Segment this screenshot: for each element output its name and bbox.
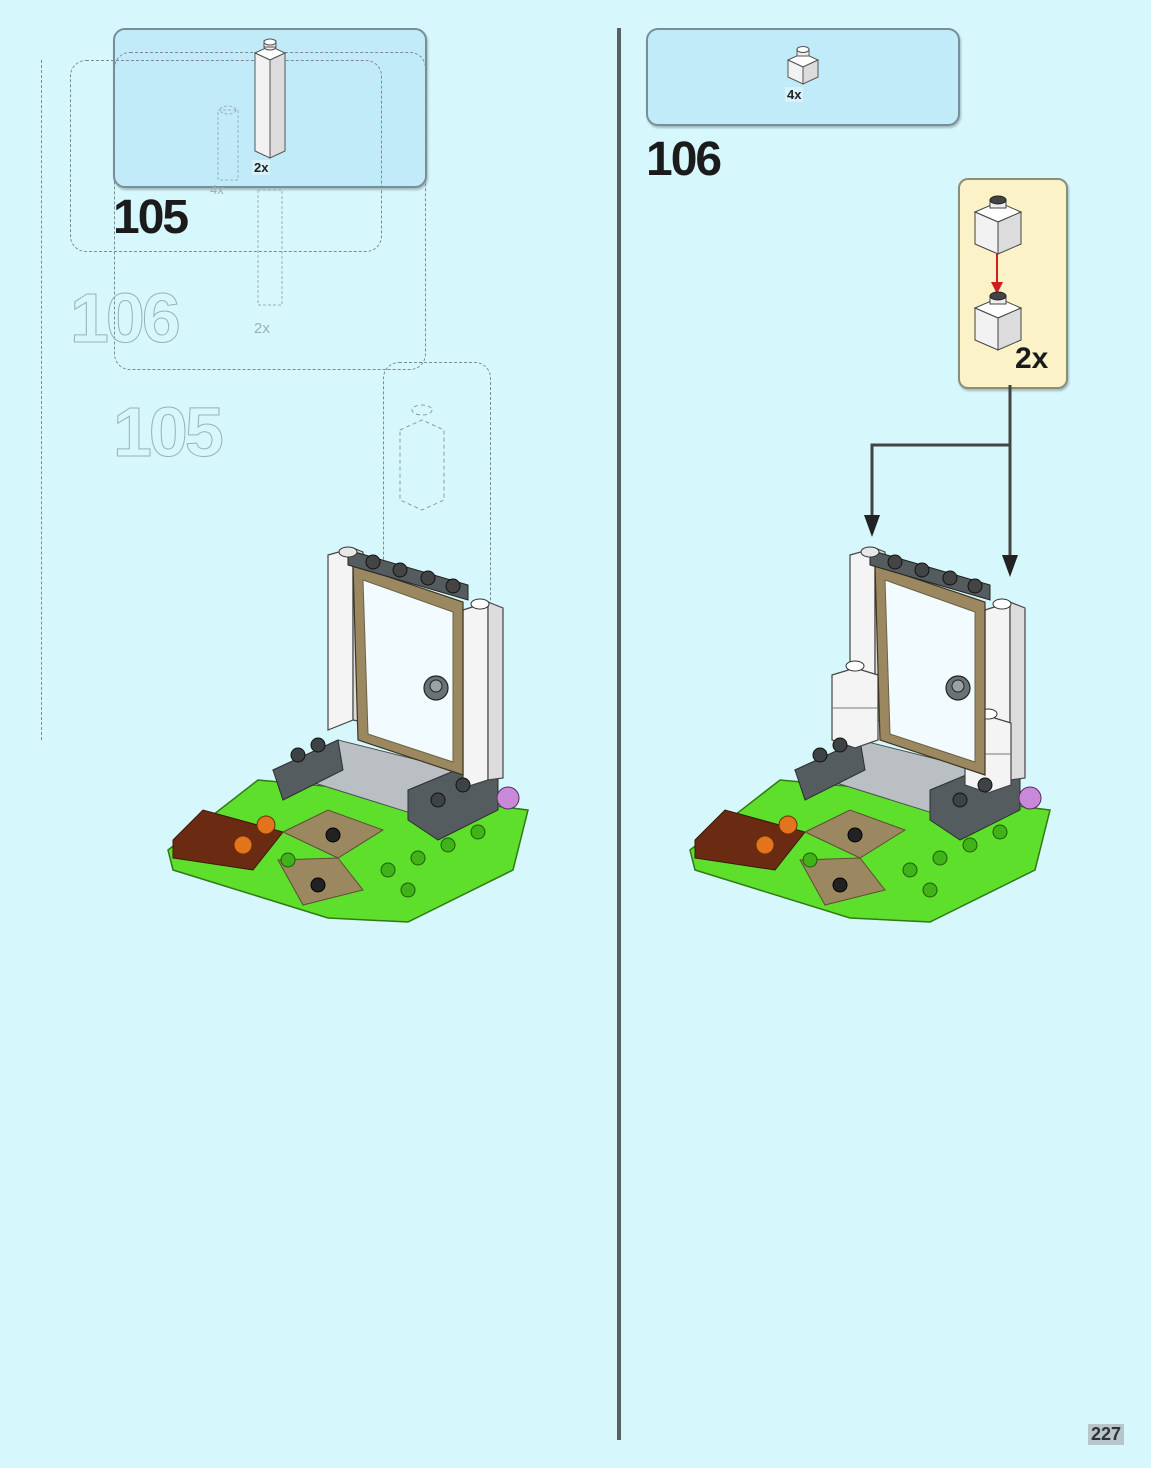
step-number: 106 [646, 133, 722, 186]
brick-1x1-icon [973, 291, 1023, 351]
ghost-brick-icon [217, 105, 239, 181]
brick-1x1-icon [973, 195, 1023, 255]
arrow-down-icon [991, 254, 1003, 294]
ghost-step-number: 106 [70, 279, 182, 358]
brick-1x1x5-icon [253, 38, 287, 159]
ghost-brick-icon [257, 189, 283, 306]
step-number: 105 [113, 191, 189, 244]
callout-arrows [864, 385, 1018, 577]
ghost-box [70, 60, 382, 252]
model-illustration [689, 546, 1051, 923]
subassembly-qty-label: 2x [1015, 342, 1049, 375]
ghost-step-number: 105 [113, 393, 225, 472]
parts-qty-label: 4x [785, 87, 804, 102]
ghost-qty-label: 4x [210, 182, 224, 197]
ghost-dashed-line [41, 60, 42, 740]
page-number: 227 [1088, 1424, 1125, 1445]
page-divider [617, 28, 621, 1440]
parts-qty-label: 2x [252, 160, 271, 175]
model-illustration [167, 546, 529, 923]
brick-1x1-icon [786, 46, 820, 85]
ghost-qty-label: 2x [254, 320, 270, 337]
